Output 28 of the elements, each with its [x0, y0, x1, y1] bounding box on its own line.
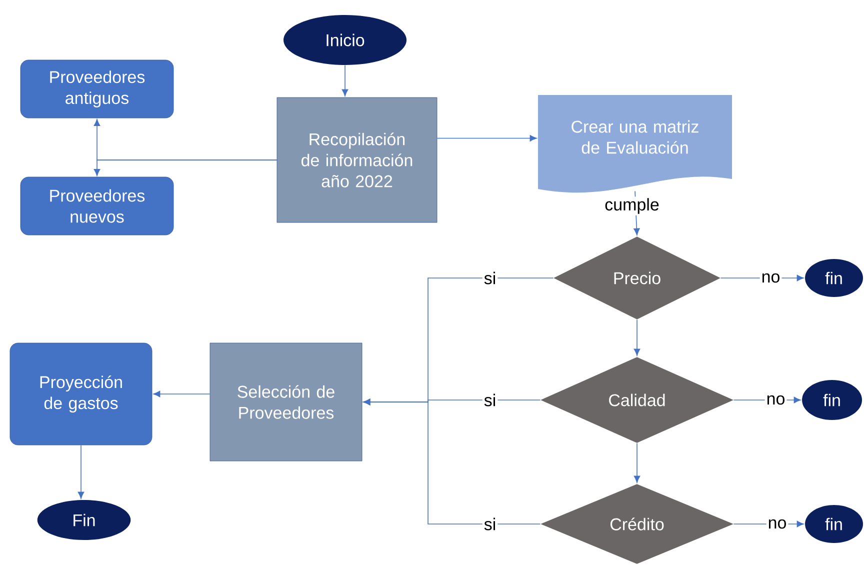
terminal-oval: fin	[805, 505, 863, 543]
arrow	[153, 390, 210, 398]
process-box: Recopilación de información año 2022	[276, 97, 438, 223]
edge-label: si	[484, 518, 495, 530]
edge-label: no	[768, 519, 786, 529]
edge-label: no	[767, 395, 784, 405]
terminal-oval: Fin	[37, 500, 131, 540]
arrow	[733, 520, 804, 528]
edge-label: si	[484, 394, 495, 406]
edge-label: cumple	[605, 198, 659, 214]
arrow	[94, 160, 278, 176]
process-box: Proveedores nuevos	[20, 176, 174, 236]
arrow	[733, 396, 801, 404]
arrow	[342, 64, 348, 96]
terminal-oval: Inicio	[283, 15, 407, 65]
edge-label: si	[484, 272, 495, 284]
process-box: Proyección de gastos	[10, 342, 152, 446]
process-box: Selección de Proveedores	[210, 342, 362, 462]
arrow	[634, 319, 640, 356]
process-box: Proveedores antiguos	[20, 60, 174, 118]
edge-label: no	[762, 273, 780, 283]
terminal-oval: fin	[805, 259, 863, 297]
arrow	[720, 274, 804, 282]
arrow	[634, 442, 640, 483]
arrow	[436, 135, 537, 142]
terminal-oval: fin	[802, 380, 862, 420]
arrow	[363, 398, 541, 524]
arrow	[78, 444, 84, 499]
